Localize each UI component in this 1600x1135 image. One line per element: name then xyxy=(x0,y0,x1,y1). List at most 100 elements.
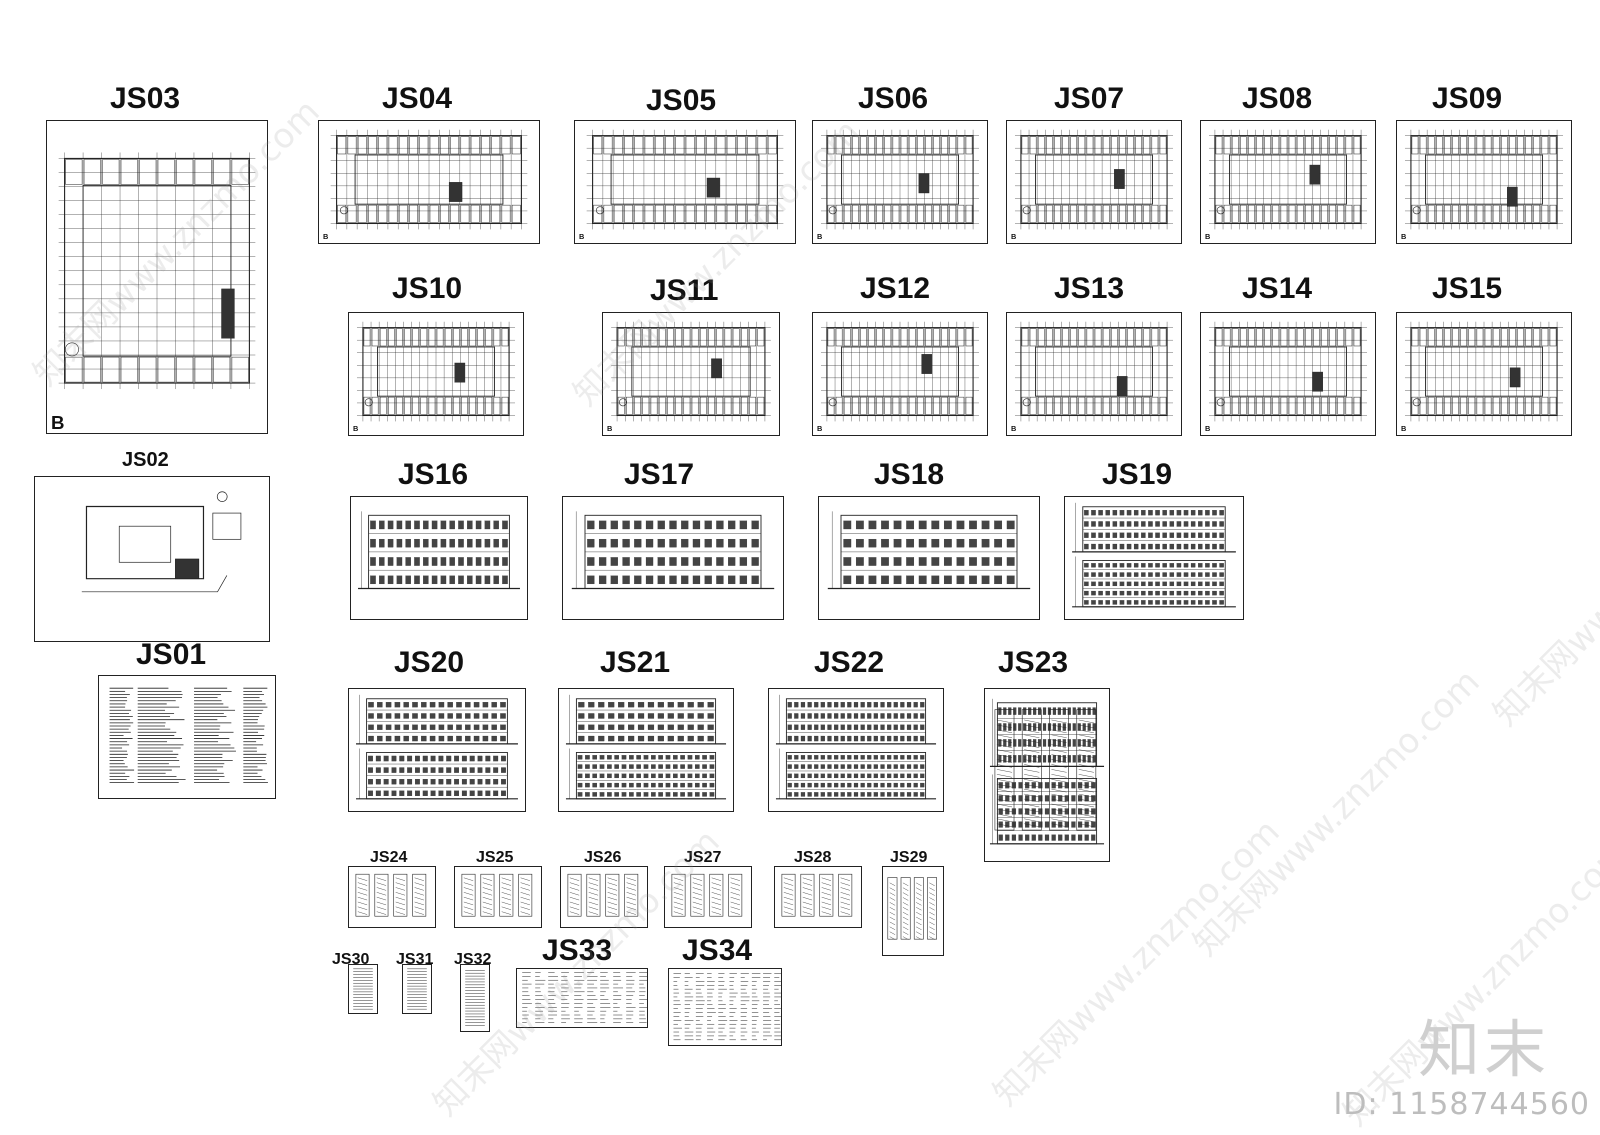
sheet-label-js17: JS17 xyxy=(624,458,695,491)
svg-text:B: B xyxy=(1205,424,1210,433)
sheet-js09-plan-a: B xyxy=(1396,120,1572,244)
sheet-label-js24: JS24 xyxy=(370,849,408,866)
sheet-label-js18: JS18 xyxy=(874,458,945,491)
sheet-drawing xyxy=(565,694,727,800)
sheet-drawing xyxy=(827,511,1031,590)
sheet-drawing xyxy=(81,491,242,593)
sheet-drawing xyxy=(781,873,853,917)
sheet-label-js16: JS16 xyxy=(398,458,469,491)
sheet-js19-elev2 xyxy=(1064,496,1244,620)
sheet-label-js20: JS20 xyxy=(394,646,465,679)
sheet-js04-plan-a: B xyxy=(318,120,540,244)
sheet-drawing: B xyxy=(1205,321,1368,433)
sheet-js33-table xyxy=(516,968,648,1028)
sheet-label-js08: JS08 xyxy=(1242,82,1313,115)
sheet-drawing: B xyxy=(1401,321,1564,433)
sheet-label-js14: JS14 xyxy=(1242,272,1313,305)
svg-text:B: B xyxy=(1011,232,1016,241)
sheet-js08-plan-a: B xyxy=(1200,120,1376,244)
sheet-label-js04: JS04 xyxy=(382,82,453,115)
sheet-js15-plan-b: B xyxy=(1396,312,1572,436)
svg-text:B: B xyxy=(579,232,584,241)
sheet-drawing xyxy=(522,972,647,1023)
sheet-drawing xyxy=(673,973,781,1041)
svg-text:B: B xyxy=(1401,232,1406,241)
sheet-label-js11: JS11 xyxy=(650,274,719,307)
sheet-js31-strip xyxy=(402,964,432,1014)
sheet-drawing xyxy=(353,968,373,1010)
svg-text:B: B xyxy=(817,232,822,241)
sheet-label-js28: JS28 xyxy=(794,849,832,866)
sheet-js23-section xyxy=(984,688,1110,862)
sheet-js28-detail xyxy=(774,866,862,928)
sheet-drawing xyxy=(465,970,485,1026)
svg-text:B: B xyxy=(1401,424,1406,433)
sheet-label-js22: JS22 xyxy=(814,646,885,679)
svg-text:B: B xyxy=(817,424,822,433)
sheet-js26-detail xyxy=(560,866,648,928)
sheet-label-js26: JS26 xyxy=(584,849,622,866)
watermark-text: 知末网www.znzmo.com xyxy=(1185,661,1488,964)
svg-text:B: B xyxy=(353,424,358,433)
sheet-label-js19: JS19 xyxy=(1102,458,1173,491)
sheet-js18-elev xyxy=(818,496,1040,620)
sheet-drawing xyxy=(567,873,639,917)
sheet-js02-site xyxy=(34,476,270,642)
sheet-drawing: B xyxy=(1011,321,1174,433)
sheet-drawing: B xyxy=(353,321,516,433)
sheet-label-js33: JS33 xyxy=(542,934,613,967)
sheet-js20-elev2 xyxy=(348,688,526,812)
sheet-js10-plan-b: B xyxy=(348,312,524,436)
sheet-js30-strip xyxy=(348,964,378,1014)
sheet-js12-plan-b: B xyxy=(812,312,988,436)
sheet-js05-plan-a: B xyxy=(574,120,796,244)
sheet-js32-strip xyxy=(460,964,490,1032)
sheet-label-js03: JS03 xyxy=(110,82,181,115)
sheet-drawing: B xyxy=(1011,129,1174,241)
sheet-drawing xyxy=(461,873,533,917)
sheet-js24-detail xyxy=(348,866,436,928)
sheet-drawing: B xyxy=(579,129,784,241)
sheet-label-js34: JS34 xyxy=(682,934,753,967)
svg-text:B: B xyxy=(1011,424,1016,433)
sheet-label-js31: JS31 xyxy=(396,951,434,968)
image-id: ID: 1158744560 xyxy=(1333,1087,1590,1122)
sheet-js25-detail xyxy=(454,866,542,928)
sheet-drawing xyxy=(989,698,1105,845)
sheet-label-js32: JS32 xyxy=(454,951,492,968)
sheet-js13-plan-b: B xyxy=(1006,312,1182,436)
sheet-label-js25: JS25 xyxy=(476,849,514,866)
sheet-label-js12: JS12 xyxy=(860,272,931,305)
sheet-js21-elev2 xyxy=(558,688,734,812)
sheet-drawing: B xyxy=(51,152,256,433)
sheet-drawing xyxy=(109,687,268,784)
sheet-js06-plan-a: B xyxy=(812,120,988,244)
sheet-drawing: B xyxy=(1401,129,1564,241)
sheet-label-js27: JS27 xyxy=(684,849,722,866)
sheet-js27-detail xyxy=(664,866,752,928)
sheet-drawing: B xyxy=(817,129,980,241)
sheet-js03-plan-tall: B xyxy=(46,120,268,434)
sheet-drawing xyxy=(358,511,520,590)
sheet-drawing xyxy=(887,877,937,940)
sheet-label-js06: JS06 xyxy=(858,82,929,115)
brand-logo: 知末 xyxy=(1417,1013,1550,1086)
sheet-js29-detail xyxy=(882,866,944,956)
svg-text:B: B xyxy=(607,424,612,433)
sheet-js11-plan-b: B xyxy=(602,312,780,436)
sheet-label-js10: JS10 xyxy=(392,272,463,305)
sheet-js16-elev xyxy=(350,496,528,620)
sheet-drawing: B xyxy=(323,129,528,241)
sheet-label-js23: JS23 xyxy=(998,646,1069,679)
svg-text:B: B xyxy=(51,412,64,433)
watermark-text: 知末网www.znzmo.com xyxy=(1485,431,1600,734)
sheet-drawing xyxy=(775,694,937,800)
sheet-drawing: B xyxy=(1205,129,1368,241)
sheet-label-js30: JS30 xyxy=(332,951,370,968)
sheet-drawing xyxy=(407,968,427,1010)
sheet-js07-plan-a: B xyxy=(1006,120,1182,244)
sheet-label-js02: JS02 xyxy=(122,449,169,471)
sheet-label-js07: JS07 xyxy=(1054,82,1125,115)
sheet-js34-table xyxy=(668,968,782,1046)
